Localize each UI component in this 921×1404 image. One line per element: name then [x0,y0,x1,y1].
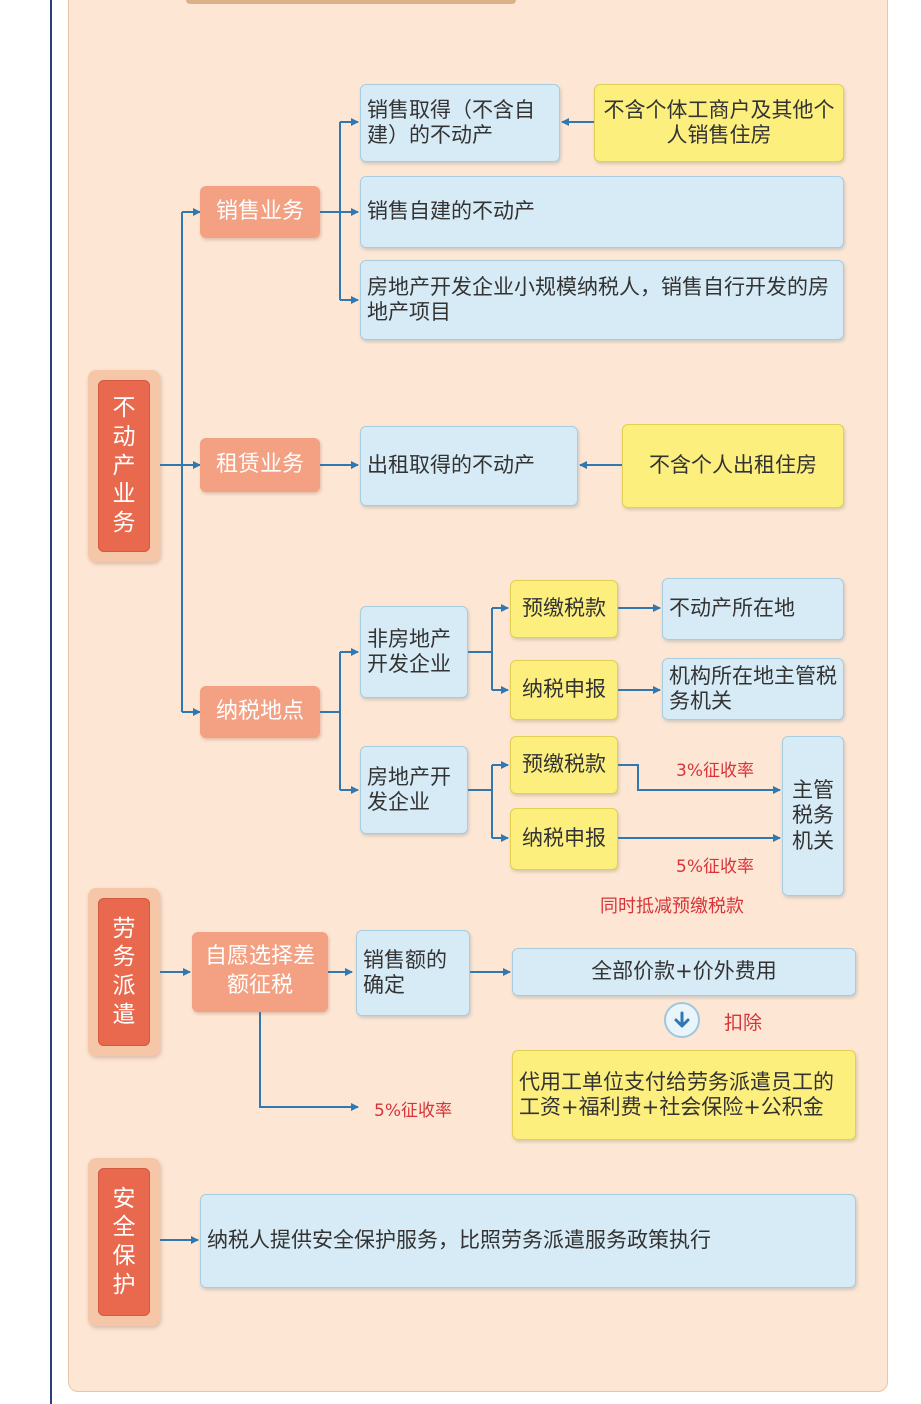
security-policy: 纳税人提供安全保护服务，比照劳务派遣服务政策执行 [200,1194,856,1288]
sales-self-built: 销售自建的不动产 [360,176,844,248]
prepay-tax-1: 预缴税款 [510,580,618,638]
left-rule [50,0,52,1404]
category-security: 安全保护 [98,1168,150,1316]
declare-tax-1: 纳税申报 [510,660,618,720]
competent-tax-authority: 主管税务机关 [782,736,844,896]
sales-acquired-note: 不含个体工商户及其他个人销售住房 [594,84,844,162]
rate-5-percent: 5%征收率 [676,857,754,877]
branch-voluntary-difference: 自愿选择差额征税 [192,932,328,1012]
category-labor-dispatch: 劳务派遣 [98,898,150,1046]
sales-acquired: 销售取得（不含自建）的不动产 [360,84,560,162]
developer-enterprise: 房地产开发企业 [360,746,468,834]
deduct-label: 扣除 [724,1012,763,1034]
arrow-down-icon [664,1002,700,1038]
prepay-tax-2: 预缴税款 [510,736,618,794]
deduct-detail: 代用工单位支付给劳务派遣员工的工资+福利费+社会保险+公积金 [512,1050,856,1140]
sales-developer-small: 房地产开发企业小规模纳税人，销售自行开发的房地产项目 [360,260,844,340]
org-location-authority: 机构所在地主管税务机关 [662,658,844,720]
declare-tax-2: 纳税申报 [510,808,618,870]
rate-3-percent: 3%征收率 [676,761,754,781]
sales-amount-determination: 销售额的确定 [356,930,470,1016]
category-real-estate: 不动产业务 [98,380,150,552]
labor-rate-5-percent: 5%征收率 [374,1101,452,1121]
branch-sales: 销售业务 [200,186,320,238]
branch-tax-place: 纳税地点 [200,686,320,738]
branch-lease: 租赁业务 [200,438,320,492]
offset-prepaid-note: 同时抵减预缴税款 [600,896,744,917]
top-tab [186,0,516,4]
lease-note: 不含个人出租住房 [622,424,844,508]
non-developer-enterprise: 非房地产开发企业 [360,606,468,698]
total-price-plus-fees: 全部价款+价外费用 [512,948,856,996]
lease-acquired: 出租取得的不动产 [360,426,578,506]
real-estate-location: 不动产所在地 [662,578,844,640]
